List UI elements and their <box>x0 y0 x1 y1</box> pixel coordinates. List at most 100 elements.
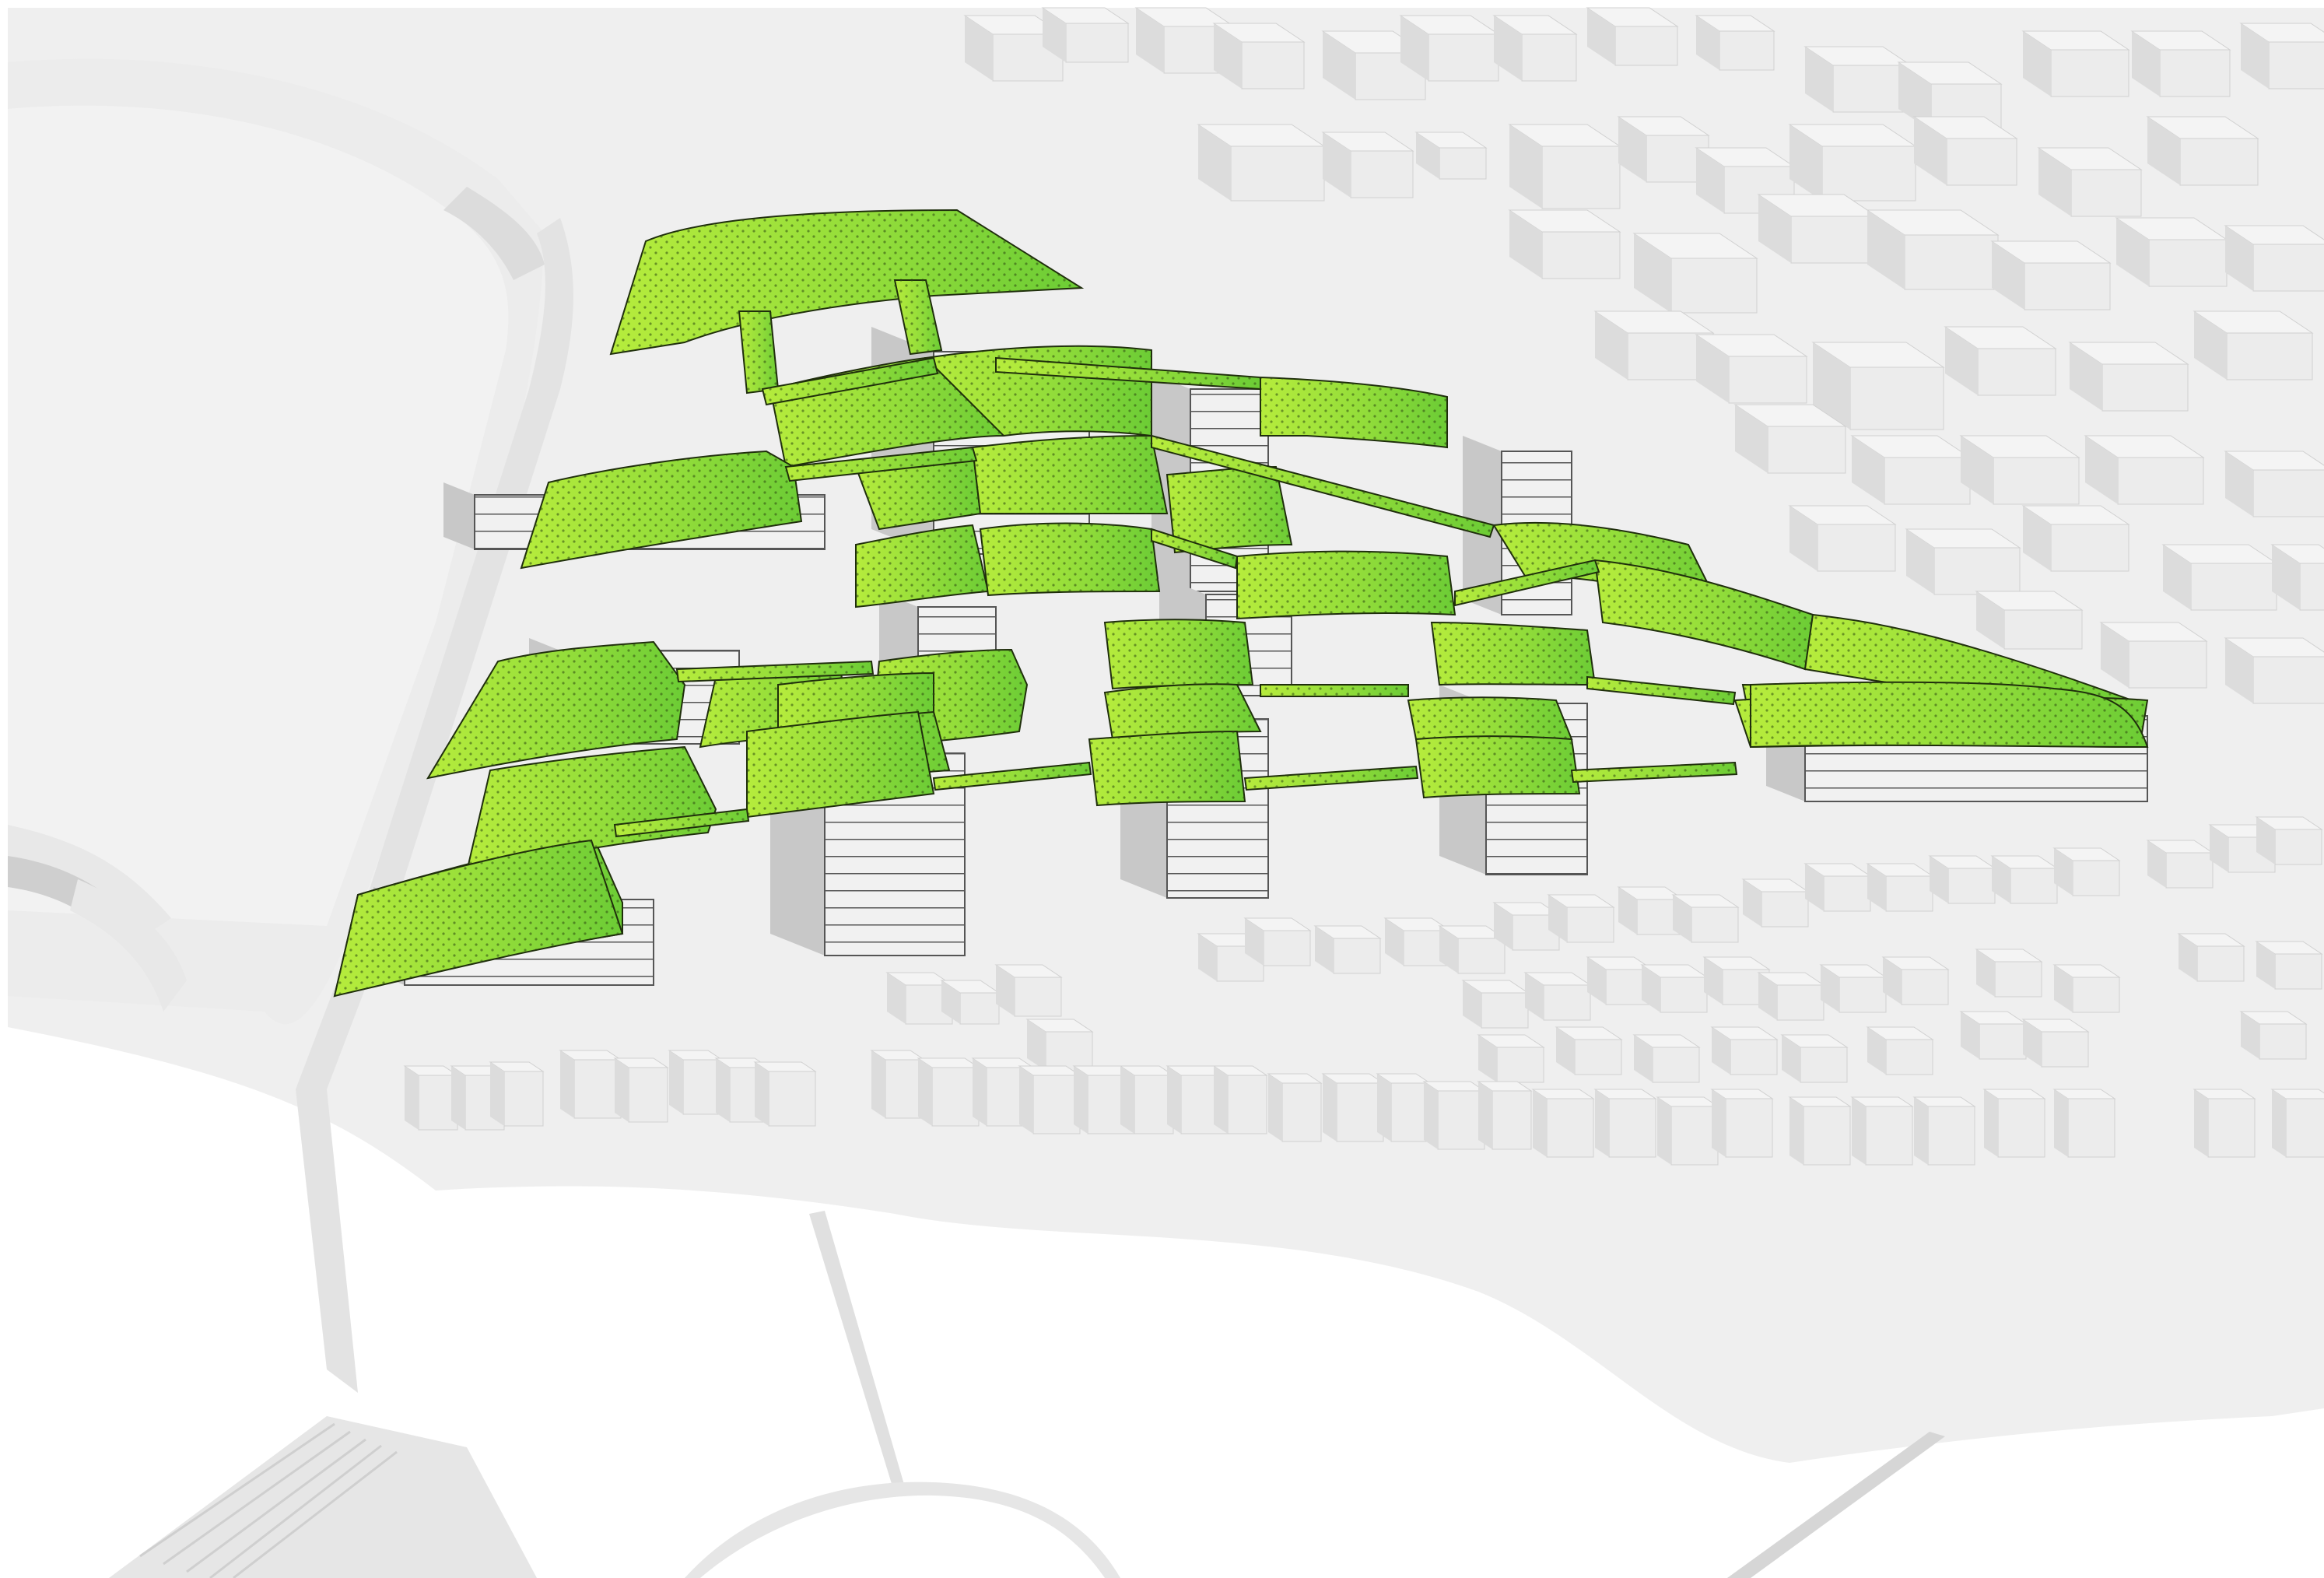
house-block <box>1757 972 1825 1021</box>
building-block <box>2037 147 2143 217</box>
house-block <box>1975 949 2043 998</box>
house-block <box>1632 1034 1701 1083</box>
street-house <box>1593 1089 1657 1158</box>
house-block <box>1928 855 1996 904</box>
left-curved-buildings <box>8 825 187 1012</box>
house-block <box>1547 894 1615 943</box>
building-block <box>2224 451 2324 517</box>
building-block <box>2193 310 2314 380</box>
house-block <box>1313 925 1382 974</box>
street-house <box>1018 1065 1081 1134</box>
street-house <box>1656 1096 1719 1166</box>
street-house <box>1376 1073 1432 1142</box>
building-block <box>2084 435 2205 505</box>
house-block <box>2239 1011 2308 1060</box>
building-block <box>2224 225 2324 292</box>
street-house <box>668 1050 724 1115</box>
roof-bridge <box>761 356 939 406</box>
house-block <box>1461 980 1530 1029</box>
building-block <box>2146 116 2259 186</box>
roof-bridge <box>1243 765 1419 791</box>
roof-panel <box>971 434 1169 514</box>
roof-bridge <box>1151 434 1495 538</box>
building-block <box>1850 435 1972 505</box>
building-block <box>1733 404 1847 474</box>
roof-panel <box>1407 696 1573 741</box>
building-block <box>1041 7 1130 63</box>
roof-bridge <box>675 660 875 683</box>
house-block <box>1780 1034 1849 1083</box>
building-block <box>1617 116 1710 183</box>
building-block <box>1321 30 1427 100</box>
building-block <box>1990 240 2112 310</box>
roof-panel <box>1088 730 1246 807</box>
roof-bridge <box>784 446 978 482</box>
house-block <box>1881 956 1950 1005</box>
house-block <box>2052 964 2121 1013</box>
building-block <box>2021 30 2130 97</box>
building-block <box>1197 124 1326 202</box>
street-house <box>917 1057 980 1127</box>
house-block <box>1866 1026 1934 1075</box>
building-block <box>1788 505 1897 572</box>
house-block <box>994 964 1063 1017</box>
building-block <box>1492 15 1578 82</box>
house-block <box>1477 1034 1545 1083</box>
street-house <box>1531 1089 1595 1158</box>
house-block <box>1555 1026 1623 1075</box>
building-block <box>1695 15 1775 71</box>
building-block <box>1944 326 2057 396</box>
roof-bridge <box>932 761 1092 791</box>
roof-panel <box>426 640 686 780</box>
building-block <box>1757 194 1878 264</box>
roof-panel <box>465 745 717 873</box>
roof-sweep <box>333 839 624 998</box>
building-block <box>2270 544 2324 611</box>
building-block <box>1593 310 1715 380</box>
street-house <box>1982 1089 2046 1158</box>
striped-building <box>109 1416 537 1578</box>
building-block <box>1508 124 1621 209</box>
roof-panel <box>1103 619 1254 690</box>
building-block <box>1803 46 1912 113</box>
house-block <box>2052 847 2121 896</box>
building-block <box>1508 209 1621 279</box>
building-block <box>2239 23 2324 89</box>
building-block <box>1866 209 2000 290</box>
house-block <box>885 972 954 1025</box>
house-block <box>1640 964 1709 1013</box>
street-house <box>1710 1089 1774 1158</box>
roof-panel <box>1236 550 1456 620</box>
roof-bridge <box>995 356 1261 391</box>
street-house <box>2193 1089 2256 1158</box>
building-block <box>2115 217 2228 287</box>
house-block <box>1671 894 1740 943</box>
house-block <box>940 980 1001 1025</box>
street-house <box>753 1061 817 1127</box>
roof-bridge <box>1586 675 1737 706</box>
house-block <box>1866 863 1934 912</box>
roof-bridge <box>1260 684 1409 697</box>
building-block <box>1811 342 1945 430</box>
roof-bridge <box>1454 559 1600 607</box>
building-block <box>1695 334 1808 404</box>
building-block <box>2099 622 2208 689</box>
building-block <box>1414 132 1488 180</box>
street-house <box>1850 1096 1914 1166</box>
building-block <box>1321 132 1414 198</box>
building-block <box>1788 124 1917 202</box>
roof-bridge <box>1151 528 1239 570</box>
building-block <box>2130 30 2231 97</box>
house-block <box>1803 863 1872 912</box>
house-block <box>1741 878 1810 928</box>
roof-bridge <box>738 310 780 394</box>
roof-panel <box>746 710 935 819</box>
street-house <box>1912 1096 1976 1166</box>
building-block <box>2068 342 2189 412</box>
house-block <box>1243 917 1312 966</box>
house-block <box>2255 941 2323 990</box>
street-house <box>1422 1081 1486 1150</box>
street-house <box>1119 1065 1175 1134</box>
street-house <box>403 1065 459 1131</box>
